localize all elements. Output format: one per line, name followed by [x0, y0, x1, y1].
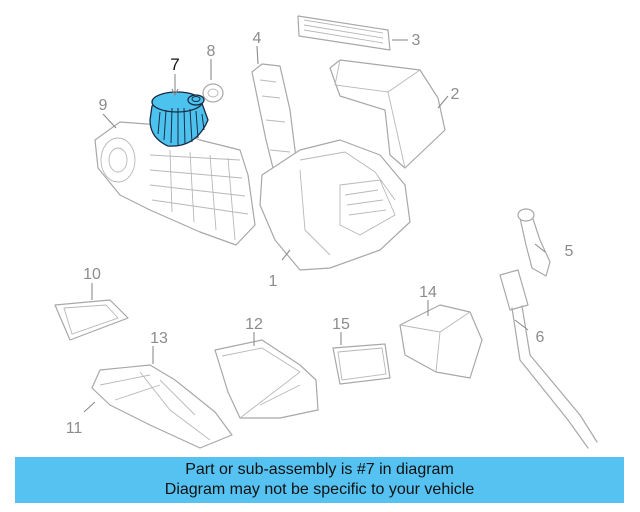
banner-line-2: Diagram may not be specific to your vehi…	[164, 481, 475, 498]
callout-12: 12	[245, 316, 263, 333]
part-7-blower-motor	[149, 91, 209, 147]
callout-4: 4	[253, 30, 262, 47]
callout-7: 7	[170, 55, 179, 74]
callout-5: 5	[565, 243, 574, 260]
parts-diagram: 7 8 9 4 3 2 1 5 6 10 13 11 12 15 14	[54, 15, 598, 449]
callout-14: 14	[419, 284, 437, 301]
callout-3: 3	[412, 32, 421, 49]
info-banner: Part or sub-assembly is #7 in diagram Di…	[15, 457, 624, 503]
leader-lines	[83, 39, 546, 413]
part-15-panel	[332, 343, 391, 385]
callout-10: 10	[83, 266, 101, 283]
part-3-filter-frame	[297, 15, 391, 51]
part-14-box	[399, 304, 483, 379]
callout-2: 2	[451, 86, 460, 103]
callout-13: 13	[150, 330, 168, 347]
part-12-duct	[214, 339, 319, 419]
part-5-hose	[517, 208, 551, 277]
part-13-lower-duct	[91, 364, 233, 449]
banner-line-1: Part or sub-assembly is #7 in diagram	[185, 461, 454, 478]
callout-15: 15	[332, 316, 350, 333]
callout-8: 8	[207, 43, 216, 60]
part-2-duct	[329, 59, 446, 169]
callout-11: 11	[66, 420, 83, 437]
callout-1: 1	[269, 273, 278, 290]
callout-9: 9	[99, 97, 108, 114]
part-1-housing	[259, 139, 411, 271]
part-6-drain-tube	[499, 269, 598, 449]
part-8-gasket	[202, 83, 224, 103]
part-10-frame	[54, 299, 129, 341]
callout-6: 6	[536, 329, 545, 346]
callouts: 7 8 9 4 3 2 1 5 6 10 13 11 12 15 14	[66, 30, 574, 437]
